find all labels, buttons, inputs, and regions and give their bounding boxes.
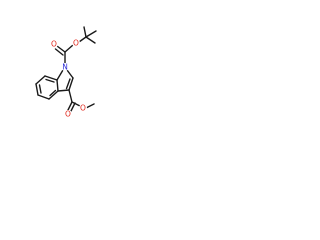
atom-label-o-ester-methoxy: O: [80, 104, 86, 113]
bond-c3-c3a: [57, 89, 70, 92]
atom-label-n1: N: [62, 63, 68, 72]
atom-label-o-boc-ester: O: [73, 39, 79, 48]
bond-cester-omethoxy: [71, 101, 81, 107]
bond-oester-cquat: [78, 36, 87, 43]
atom-o-ester-carbonyl: O: [64, 110, 72, 119]
bond-ccarbonyl-oexo-2: [54, 48, 64, 56]
bond-c3a-c7a: [44, 75, 58, 81]
molecule-structure: N O O O O: [35, 26, 97, 119]
atom-o-ester-methoxy: O: [79, 104, 87, 113]
atom-label-o-ester-carbonyl: O: [65, 110, 71, 119]
bond-c6-c7: [48, 90, 59, 100]
bond-c7-c3a: [56, 79, 59, 92]
bond-c2-c3: [68, 77, 74, 91]
bond-c3-cester: [68, 89, 73, 103]
bond-inner-3: [45, 78, 55, 83]
bond-c7a-n1: [56, 69, 64, 81]
bond-cquat-me1: [85, 36, 96, 44]
atom-label-o-boc-carbonyl: O: [51, 40, 57, 49]
atom-o-boc-carbonyl: O: [50, 40, 58, 49]
bond-c2-c3-double: [65, 78, 71, 90]
bond-n1-c2: [66, 69, 74, 79]
bond-inner-1: [38, 84, 42, 94]
bond-omethoxy-cmethyl: [85, 103, 95, 109]
bond-cester-oexo-1: [67, 101, 73, 111]
bond-c7a-c4: [35, 75, 46, 85]
atom-n1: N: [61, 63, 69, 72]
pyrrole-ring: [56, 69, 74, 92]
boc-group: [54, 26, 97, 65]
bond-inner-2: [49, 89, 57, 97]
bond-ccarbonyl-oester: [64, 44, 74, 53]
benzene-ring: [35, 75, 59, 100]
molecule-canvas: N O O O O: [0, 0, 152, 152]
methyl-ester-group: [67, 89, 95, 112]
bond-cquat-me3: [83, 26, 87, 38]
atom-labels: N O O O O: [50, 39, 87, 119]
bond-cester-oexo-2: [70, 102, 76, 112]
bond-cquat-me2: [85, 30, 97, 38]
bond-c4-c5: [35, 83, 39, 96]
bond-ccarbonyl-oexo-1: [56, 45, 66, 53]
atom-o-boc-ester: O: [72, 39, 80, 48]
bond-c5-c6: [37, 94, 50, 100]
